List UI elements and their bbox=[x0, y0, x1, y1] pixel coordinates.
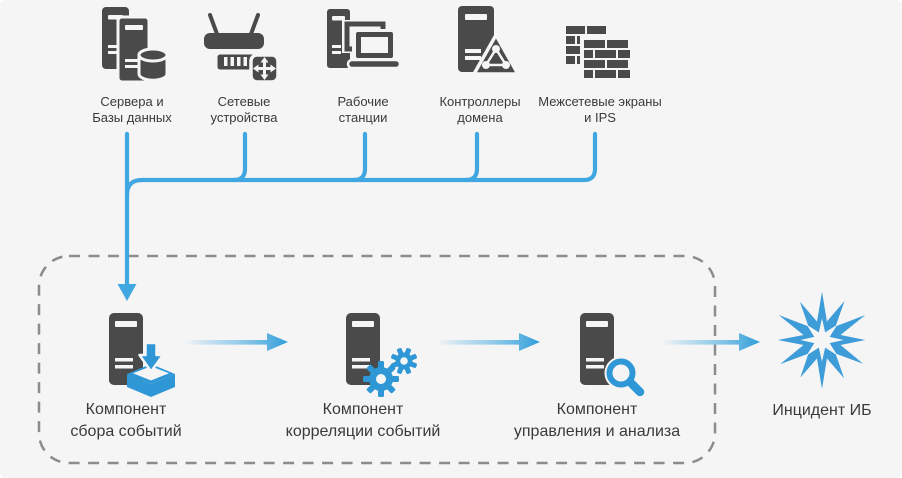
down-arrowhead bbox=[117, 284, 137, 301]
network-devices-iconbox bbox=[202, 0, 286, 88]
source-bus-lines bbox=[124, 131, 598, 289]
workstations-icon bbox=[327, 9, 402, 70]
component-label-line: Компонент bbox=[85, 401, 167, 418]
source-label: Рабочие станции bbox=[337, 94, 388, 125]
incident-label: Инцидент ИБ bbox=[772, 402, 872, 419]
source-label: Межсетевые экраны и IPS bbox=[538, 94, 662, 125]
source-label-line: Межсетевые экраны bbox=[538, 94, 662, 109]
source-label: Контроллеры домена bbox=[439, 94, 520, 125]
component-label: Компонент корреляции событий bbox=[286, 399, 441, 442]
source-label-line: Сетевые bbox=[217, 94, 271, 109]
magnifier-icon bbox=[604, 356, 645, 397]
collect-inbox-icon bbox=[127, 342, 175, 397]
component-node-management: Компонент управления и анализа bbox=[502, 312, 692, 442]
source-label: Сетевые устройства bbox=[211, 94, 278, 125]
network-devices-icon bbox=[204, 13, 280, 84]
component-label-line: корреляции событий bbox=[285, 422, 441, 440]
flow-arrow-2 bbox=[437, 333, 540, 351]
collection-iconbox bbox=[108, 312, 175, 397]
servers-db-iconbox bbox=[90, 0, 174, 88]
server-tower-icon bbox=[109, 313, 143, 385]
source-node-domain-controllers: Контроллеры домена bbox=[405, 0, 555, 125]
domain-controllers-iconbox bbox=[438, 0, 522, 88]
source-label-line: Рабочие bbox=[337, 94, 389, 109]
management-iconbox bbox=[579, 312, 645, 397]
source-label-line: домена bbox=[457, 109, 503, 125]
source-node-servers-databases: Сервера и Базы данных bbox=[57, 0, 207, 125]
source-label: Сервера и Базы данных bbox=[92, 94, 172, 125]
source-label-line: и IPS bbox=[584, 109, 616, 125]
firewall-ips-icon bbox=[566, 26, 636, 82]
component-label-line: сбора событий bbox=[70, 422, 182, 440]
source-node-network-devices: Сетевые устройства bbox=[169, 0, 319, 125]
servers-db-icon bbox=[102, 7, 169, 84]
component-label: Компонент сбора событий bbox=[70, 399, 181, 442]
source-label-line: устройства bbox=[210, 109, 278, 125]
gears-icon bbox=[363, 348, 417, 397]
source-node-workstations: Рабочие станции bbox=[288, 0, 438, 125]
correlation-iconbox bbox=[345, 312, 417, 397]
incident-burst-icon bbox=[777, 291, 866, 390]
workstations-iconbox bbox=[321, 0, 405, 88]
source-node-firewalls-ips: Межсетевые экраны и IPS bbox=[525, 0, 675, 125]
source-label-line: станции bbox=[338, 109, 388, 125]
component-label-line: Компонент bbox=[556, 401, 638, 418]
source-label-line: Базы данных bbox=[92, 109, 172, 125]
component-node-correlation: Компонент корреляции событий bbox=[268, 312, 458, 442]
domain-controllers-icon bbox=[458, 6, 520, 76]
source-label-line: Контроллеры bbox=[439, 94, 521, 109]
source-label-line: Сервера и bbox=[100, 94, 164, 109]
firewall-ips-iconbox bbox=[558, 0, 642, 88]
server-tower-icon bbox=[580, 313, 614, 385]
component-label: Компонент управления и анализа bbox=[514, 399, 680, 442]
flow-arrow-1 bbox=[185, 333, 288, 351]
flow-arrow-3 bbox=[662, 333, 760, 351]
component-label-line: управления и анализа bbox=[513, 422, 681, 440]
incident-node: Инцидент ИБ bbox=[727, 290, 902, 420]
component-label-line: Компонент bbox=[322, 401, 404, 418]
component-node-collection: Компонент сбора событий bbox=[31, 312, 221, 442]
